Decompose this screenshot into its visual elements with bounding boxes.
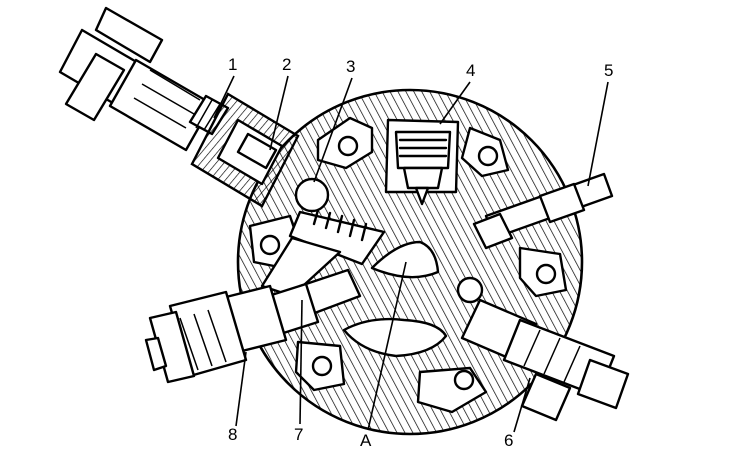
lower-cavity bbox=[342, 317, 448, 358]
part-6-fitting bbox=[456, 276, 630, 422]
callout-7: 7 bbox=[294, 425, 303, 444]
callout-4: 4 bbox=[466, 61, 475, 80]
part-3-ball-spring bbox=[260, 177, 386, 298]
callout-5: 5 bbox=[604, 61, 613, 80]
part-4-top-valve bbox=[384, 118, 460, 206]
callout-8: 8 bbox=[228, 425, 237, 444]
callout-6: 6 bbox=[504, 431, 513, 450]
callout-3: 3 bbox=[346, 57, 355, 76]
cavity-A bbox=[370, 240, 440, 279]
callout-1: 1 bbox=[228, 55, 237, 74]
callout-2: 2 bbox=[282, 55, 291, 74]
callout-labels: 1 2 3 4 5 6 7 8 A bbox=[228, 55, 613, 450]
part-5-shaft bbox=[472, 172, 614, 250]
leader-lines bbox=[213, 75, 609, 433]
part-2-housing bbox=[190, 92, 300, 208]
bolt-bosses bbox=[248, 116, 568, 414]
callout-A: A bbox=[360, 431, 372, 450]
part-8-connector bbox=[144, 284, 288, 384]
part-1-connector bbox=[58, 6, 230, 152]
